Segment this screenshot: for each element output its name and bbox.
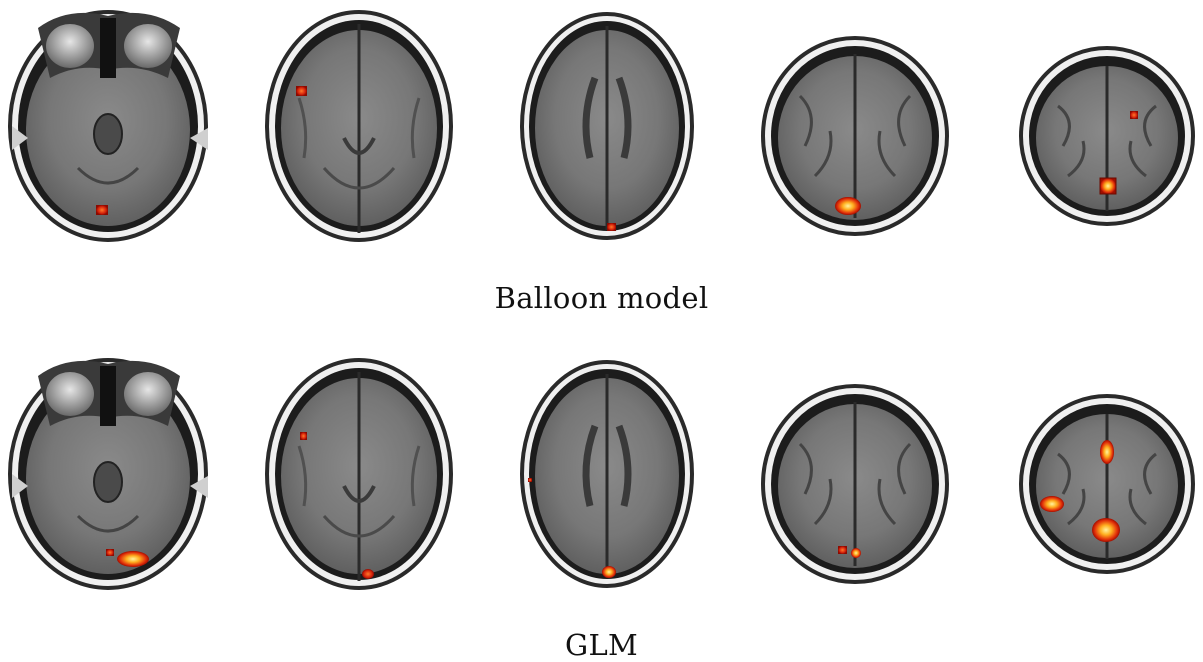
balloon-model-row [0,8,1203,258]
activation-blob [1040,496,1064,512]
brain-slice-2 [265,10,453,242]
activation-blob [300,432,307,440]
activation-blob [106,549,114,556]
activation-blob [362,569,374,579]
activation-blob [838,546,847,554]
activation-blob [528,478,532,482]
brain-slice-5 [1019,46,1195,226]
activation-blob [1092,518,1120,542]
glm-row [0,356,1203,606]
activation-blob [835,197,861,215]
brain-slice-4 [761,36,949,236]
brain-slice-1 [8,10,208,242]
brain-slice-1 [8,358,208,590]
activation-blob [1100,440,1114,464]
brain-slice-4 [761,384,949,584]
brain-slice-3 [520,360,694,588]
brain-slice-3 [520,12,694,240]
activation-blob [851,548,861,558]
activation-blob [607,223,616,231]
activation-blob [296,86,307,96]
activation-blob [117,551,149,567]
balloon-model-caption: Balloon model [494,281,709,315]
brain-slice-5 [1019,394,1195,574]
glm-caption: GLM [564,628,639,662]
activation-blob [1130,111,1138,119]
activation-blob [96,205,108,215]
activation-blob [1099,177,1117,195]
brain-slice-2 [265,358,453,590]
activation-blob [602,566,616,578]
